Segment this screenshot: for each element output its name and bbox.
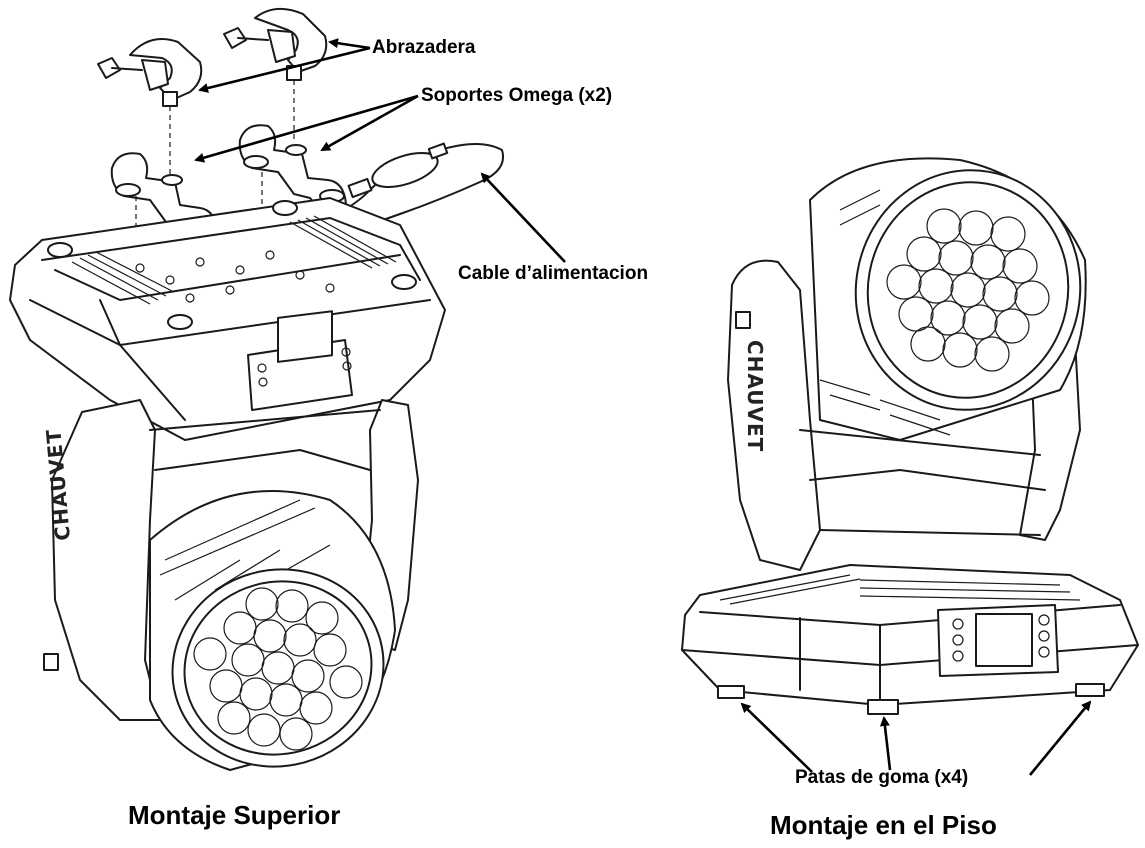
arrow-omega-left bbox=[194, 94, 419, 163]
overhead-fixture: CHAUVET bbox=[9, 7, 504, 771]
yoke-brand-right: CHAUVET bbox=[743, 340, 767, 452]
overhead-lens-array bbox=[193, 587, 363, 751]
arrow-foot-center bbox=[879, 716, 892, 771]
floor-fixture-head bbox=[809, 157, 1087, 441]
arrow-clamp-left bbox=[198, 46, 371, 93]
label-omega-brackets: Soportes Omega (x2) bbox=[421, 85, 613, 106]
arrow-clamp-right bbox=[328, 38, 371, 50]
rubber-foot bbox=[717, 685, 745, 699]
floor-fixture: CHAUVET bbox=[681, 157, 1139, 715]
arrow-power-cable bbox=[480, 172, 566, 263]
omega-bracket-right bbox=[238, 124, 347, 216]
clamp-right bbox=[223, 7, 328, 81]
overhead-fixture-head bbox=[149, 490, 396, 771]
callout-arrows bbox=[194, 38, 1092, 776]
arrow-foot-right bbox=[1028, 700, 1092, 776]
label-power-cable: Cable d’alimentacion bbox=[458, 263, 649, 284]
clamp-left bbox=[97, 38, 203, 107]
arrow-foot-left bbox=[740, 702, 813, 773]
caption-overhead-mounting: Montaje Superior bbox=[128, 800, 341, 830]
rubber-foot bbox=[1075, 683, 1105, 697]
overhead-fixture-base bbox=[9, 197, 446, 441]
label-rubber-feet: Patas de goma (x4) bbox=[795, 767, 969, 788]
label-clamp: Abrazadera bbox=[372, 37, 476, 58]
rubber-foot bbox=[867, 699, 899, 715]
floor-fixture-base bbox=[681, 564, 1139, 715]
floor-lens-array bbox=[886, 208, 1050, 372]
arrow-omega-right bbox=[320, 94, 419, 152]
caption-floor-mounting: Montaje en el Piso bbox=[770, 810, 997, 840]
